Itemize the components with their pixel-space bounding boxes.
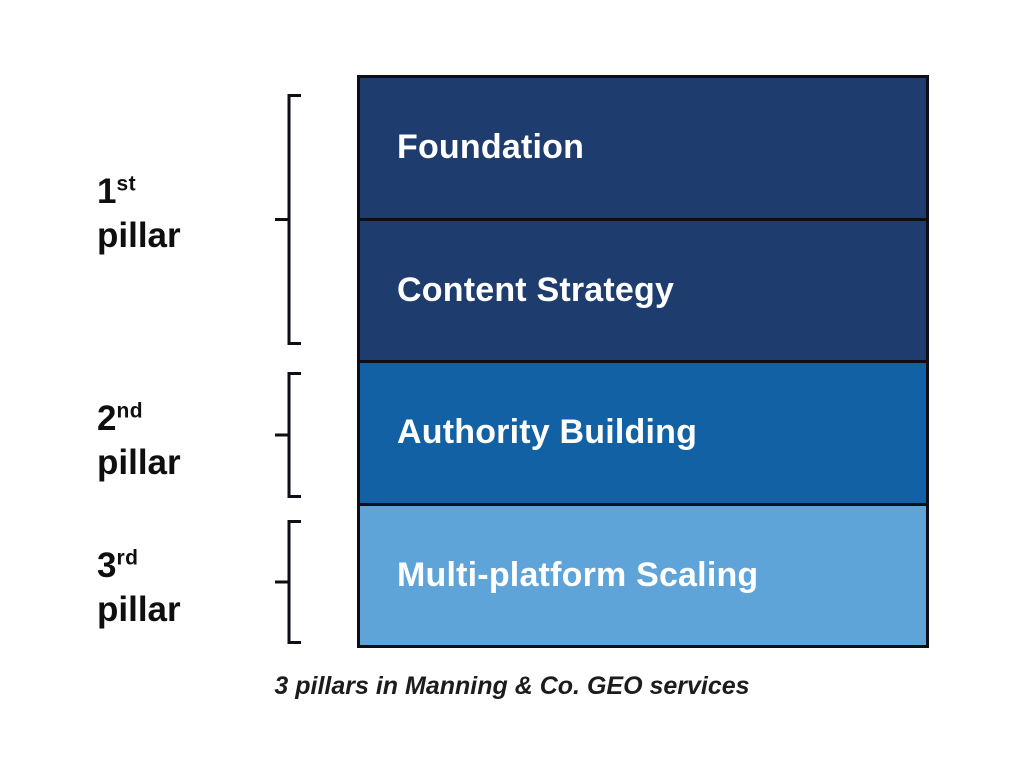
box-label-foundation: Foundation bbox=[397, 128, 585, 167]
box-label-authority-building: Authority Building bbox=[397, 413, 698, 452]
ordinal-suffix: nd bbox=[116, 399, 144, 423]
pillar-word: pillar bbox=[97, 216, 181, 255]
diagram-caption: 3 pillars in Manning & Co. GEO services bbox=[274, 672, 750, 700]
pillar-ordinal: 3rd bbox=[97, 546, 139, 585]
pillar-stack: Foundation Content Strategy Authority Bu… bbox=[357, 75, 929, 648]
ordinal-suffix: rd bbox=[116, 546, 139, 570]
box-label-multi-platform-scaling: Multi-platform Scaling bbox=[397, 555, 759, 594]
box-multi-platform-scaling: Multi-platform Scaling bbox=[360, 505, 926, 645]
box-foundation: Foundation bbox=[360, 78, 926, 221]
pillar-word: pillar bbox=[97, 590, 181, 629]
box-content-strategy: Content Strategy bbox=[360, 220, 926, 363]
bracket-3 bbox=[275, 520, 301, 644]
pillar-ordinal: 2nd bbox=[97, 399, 144, 438]
pillar-label-2: 2nd pillar bbox=[97, 397, 181, 485]
bracket-1 bbox=[275, 94, 301, 345]
pillar-word: pillar bbox=[97, 443, 181, 482]
bracket-2 bbox=[275, 372, 301, 498]
box-authority-building: Authority Building bbox=[360, 363, 926, 506]
ordinal-suffix: st bbox=[116, 172, 137, 196]
box-label-content-strategy: Content Strategy bbox=[397, 270, 675, 309]
pillar-ordinal: 1st bbox=[97, 172, 137, 211]
pillar-label-1: 1st pillar bbox=[97, 170, 181, 258]
pillar-label-3: 3rd pillar bbox=[97, 544, 181, 632]
